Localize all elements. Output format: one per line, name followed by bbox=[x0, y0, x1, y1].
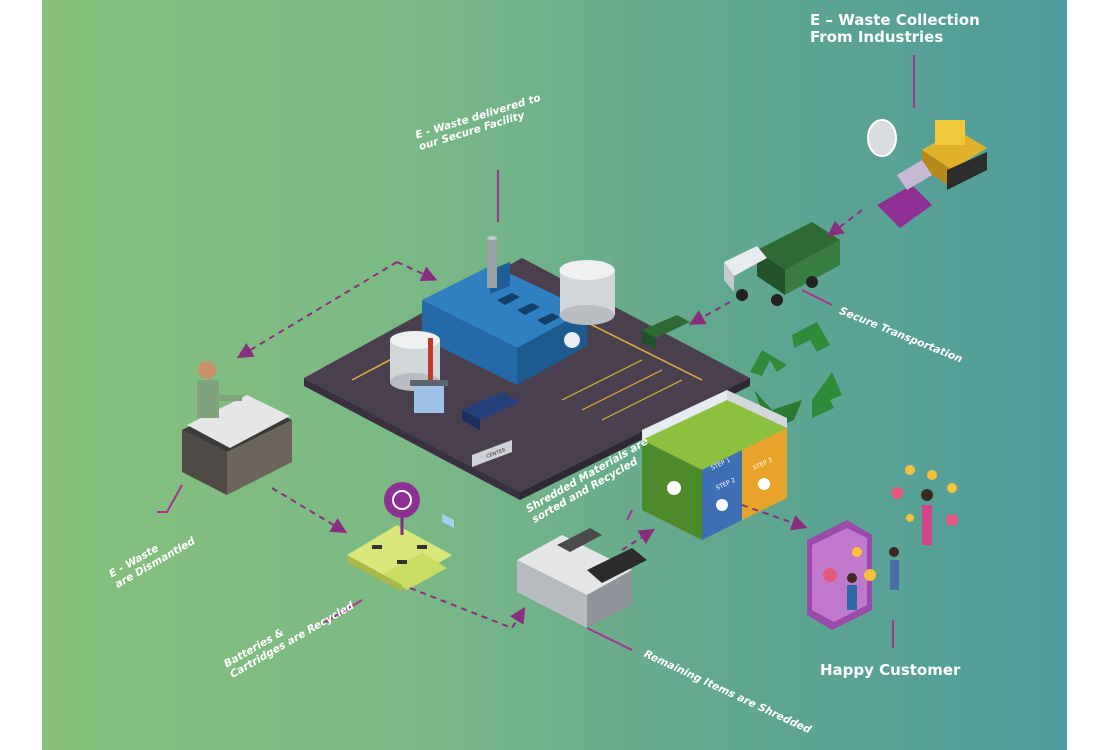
battery-recycling-board bbox=[347, 482, 452, 592]
shredder-machine bbox=[517, 528, 647, 628]
process-diagram: CENTER STEP 1 bbox=[42, 0, 1067, 750]
excavator-collection bbox=[867, 119, 987, 228]
label-connectors bbox=[157, 55, 915, 651]
diagram-canvas: CENTER STEP 1 bbox=[157, 55, 987, 651]
happy-customers bbox=[807, 465, 958, 630]
process-arrows bbox=[236, 209, 863, 630]
label-collection-line2: From Industries bbox=[810, 28, 944, 47]
label-collection: E – Waste Collection From Industries bbox=[810, 11, 980, 47]
label-collection-line1: E – Waste Collection bbox=[810, 11, 980, 29]
dismantling-station bbox=[182, 361, 292, 495]
sorting-bins: STEP 1 STEP 2 STEP 3 bbox=[642, 390, 787, 540]
garbage-truck bbox=[724, 222, 840, 306]
label-happy-customer: Happy Customer bbox=[820, 661, 961, 679]
